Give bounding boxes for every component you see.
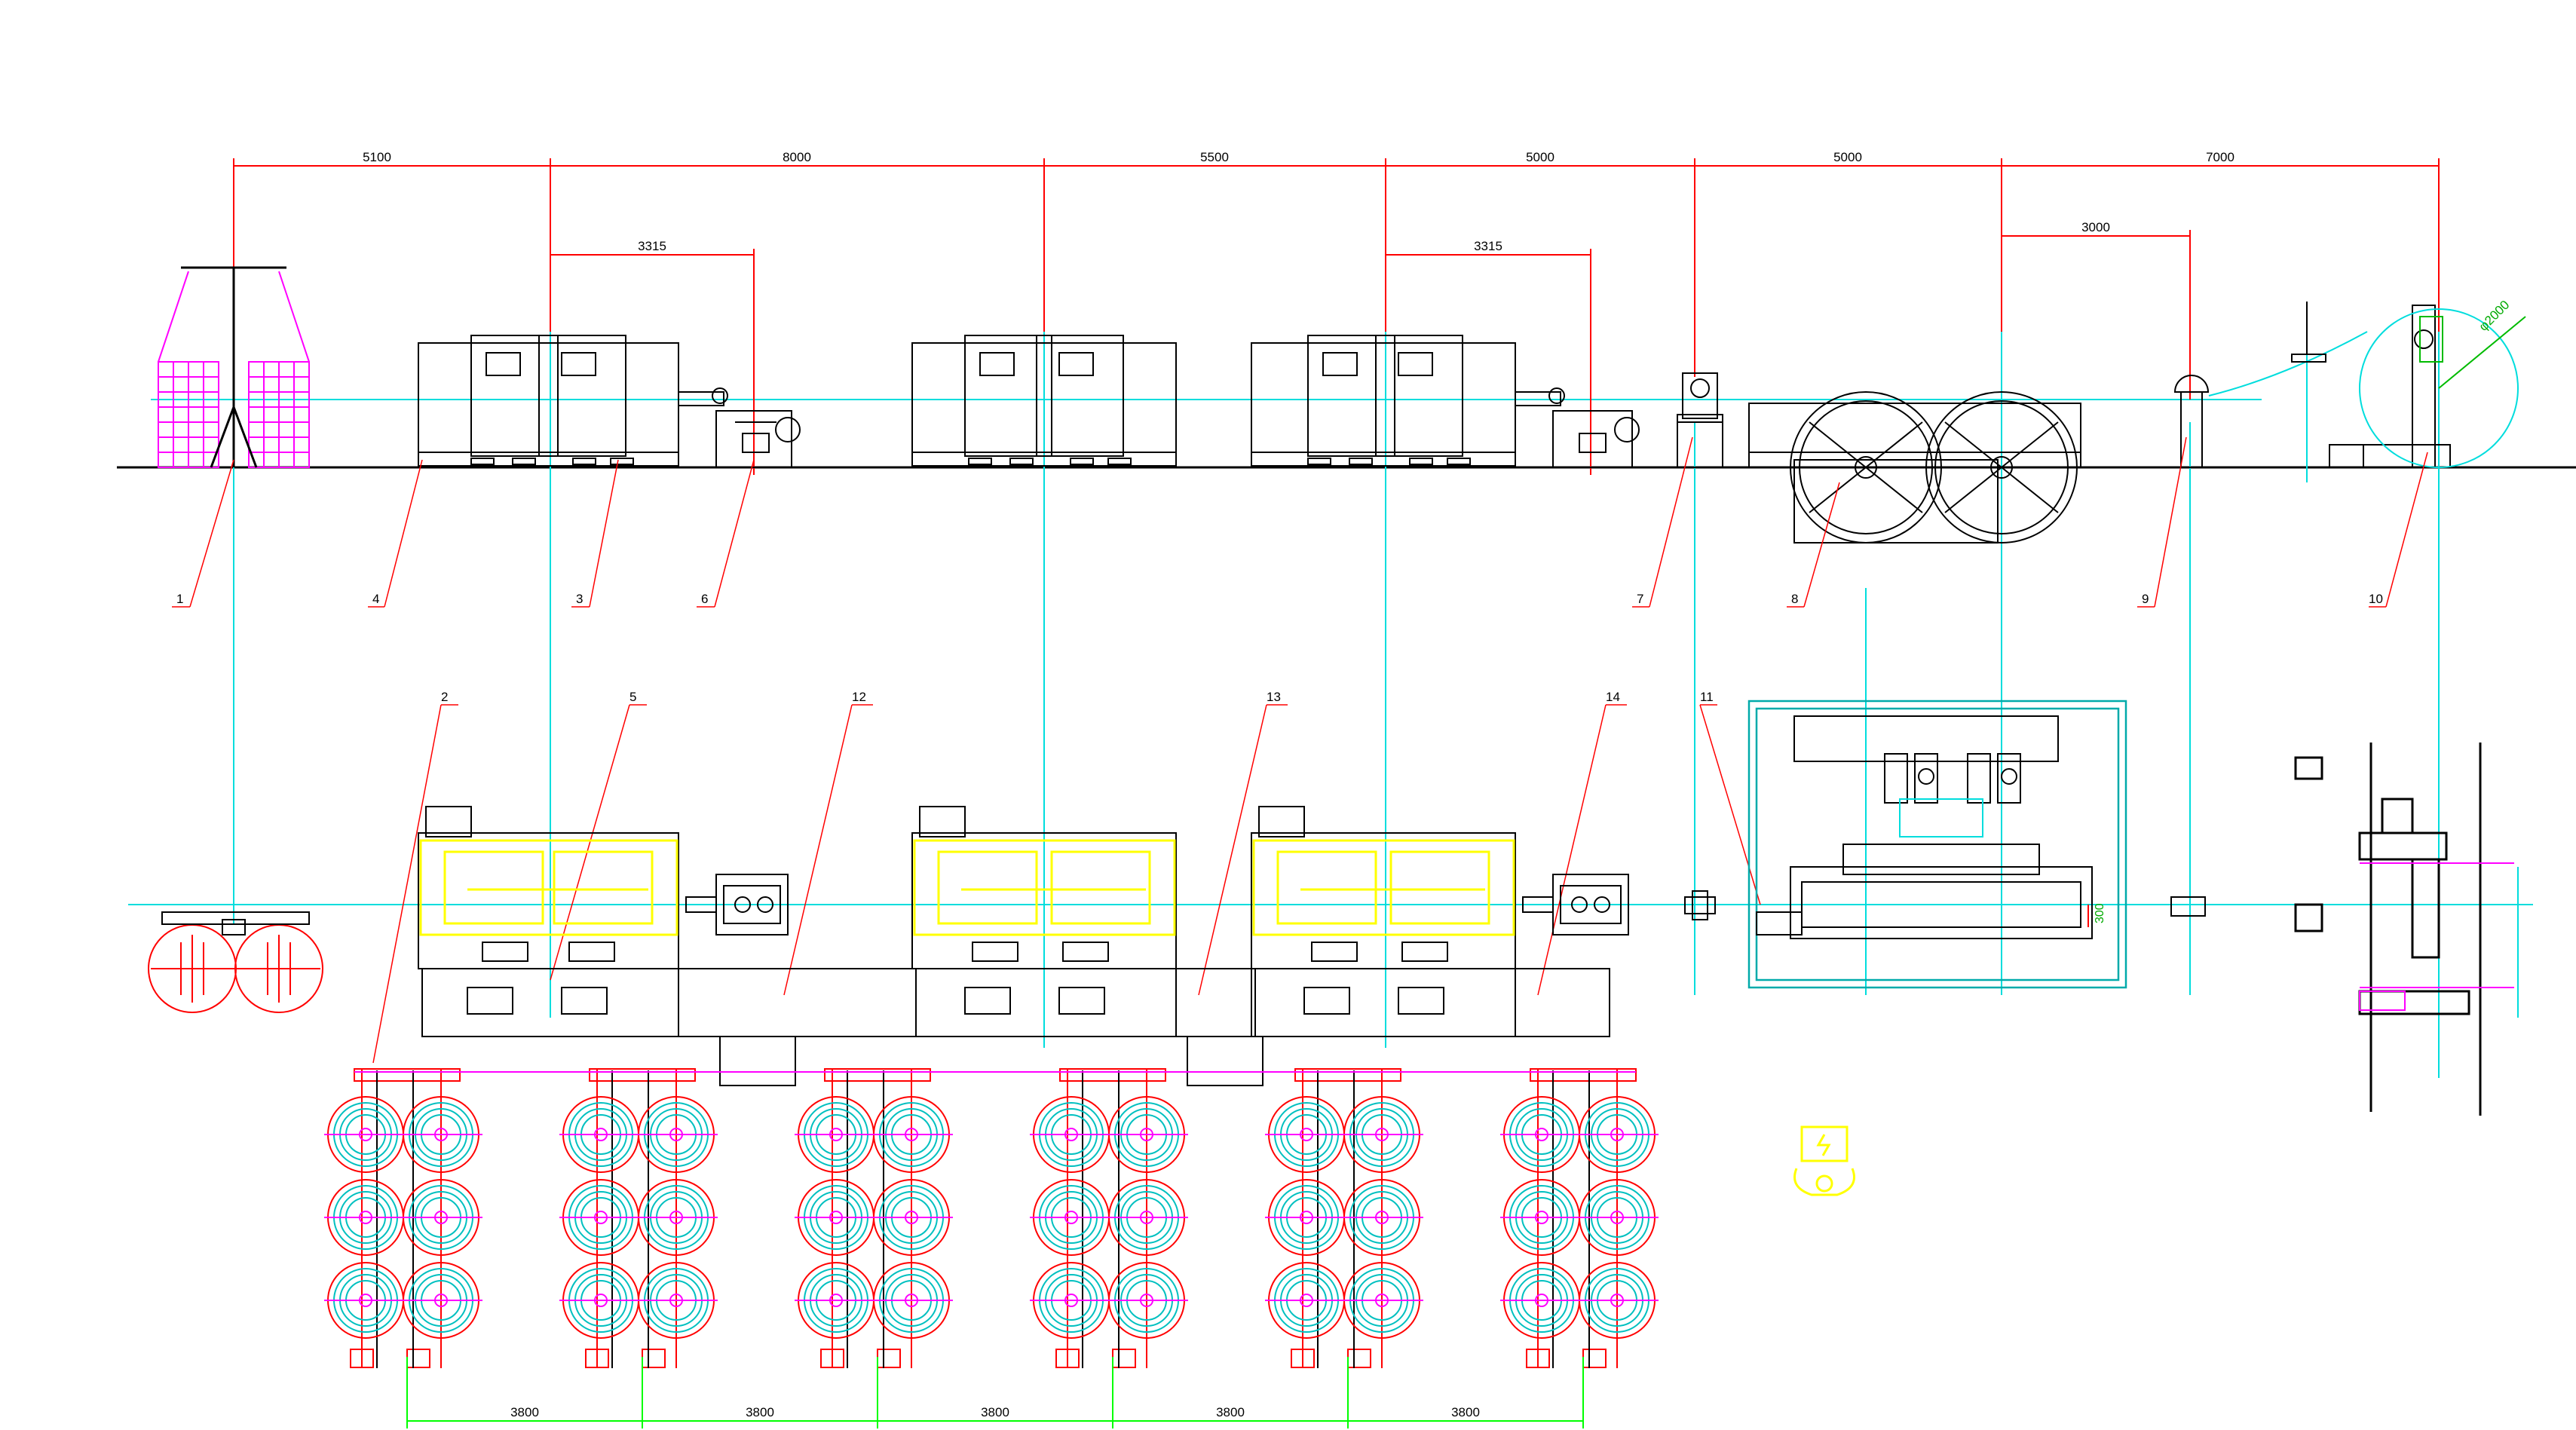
twin-capstan-plan-highlight — [1899, 798, 1983, 837]
take-up-green-10 — [2419, 316, 2526, 389]
callout-5: 5 — [629, 690, 636, 704]
callout-10: 10 — [2369, 592, 2383, 606]
drawing-machine-plan-1 — [418, 806, 679, 1037]
top-dimension-lines — [233, 158, 2440, 475]
twin-capstan-elevation-8 — [1748, 391, 2081, 544]
dim-5500: 5500 — [1200, 150, 1229, 164]
callout-8: 8 — [1791, 592, 1798, 606]
spool-bank-5 — [1265, 1068, 1423, 1368]
dim-3000: 3000 — [2081, 220, 2110, 234]
callout-6: 6 — [701, 592, 708, 606]
dim-3315-a: 3315 — [638, 239, 666, 253]
guide-plan-7 — [1684, 890, 1716, 920]
callout-3: 3 — [576, 592, 583, 606]
dim-5000-a: 5000 — [1526, 150, 1554, 164]
callout-labels-bottom: 2 5 12 13 14 11 — [441, 690, 1714, 704]
guide-pulley-elevation-9 — [2173, 375, 2210, 468]
bottom-dimension-lines — [406, 1357, 1584, 1428]
spool-bank-top-rail — [1294, 1068, 1401, 1082]
callout-4: 4 — [372, 592, 379, 606]
capstan-plan-1 — [685, 874, 789, 935]
payoff-stand-elevation — [158, 266, 310, 468]
callout-1: 1 — [176, 592, 183, 606]
dim-3800-3: 3800 — [981, 1405, 1009, 1419]
electric-cabinet-icon — [1793, 1125, 1855, 1196]
dim-3800-1: 3800 — [510, 1405, 539, 1419]
center-lines — [128, 286, 2533, 1078]
drawing-machine-elevation-1 — [418, 335, 679, 467]
dim-3315-b: 3315 — [1474, 239, 1502, 253]
twin-capstan-plan-frame — [1747, 700, 2127, 989]
callout-13: 13 — [1267, 690, 1281, 704]
spool-banks — [324, 1068, 1659, 1368]
spool-bank-6 — [1500, 1068, 1659, 1368]
twin-capstan-plan — [1756, 715, 2093, 939]
spool-bank-4 — [1030, 1068, 1188, 1368]
guide-stand-elevation-7 — [1677, 372, 1723, 468]
spool-bank-top-rail — [1530, 1068, 1637, 1082]
callout-14: 14 — [1606, 690, 1620, 704]
callout-leaders-top — [172, 436, 2428, 608]
payoff-plan-frame — [161, 911, 310, 935]
spool-bank-top-rail — [354, 1068, 461, 1082]
dim-300: 300 — [2094, 903, 2106, 923]
spool-bank-top-rail — [1059, 1068, 1166, 1082]
dim-3800-4: 3800 — [1216, 1405, 1245, 1419]
callout-12: 12 — [852, 690, 866, 704]
callout-11: 11 — [1700, 690, 1714, 704]
callout-2: 2 — [441, 690, 448, 704]
capstan-unit-elevation-2 — [1515, 387, 1640, 468]
callout-9: 9 — [2142, 592, 2149, 606]
top-dimension-labels: 5100 8000 5500 5000 5000 7000 3315 3315 … — [363, 150, 2234, 253]
spool-bank-1 — [324, 1068, 482, 1368]
spool-bank-top-rail — [589, 1068, 696, 1082]
spool-bank-top-rail — [824, 1068, 931, 1082]
callout-7: 7 — [1637, 592, 1643, 606]
callout-labels-top: 1 4 3 6 7 8 9 10 — [176, 592, 2383, 606]
drawing-machine-elevation-3 — [1251, 335, 1516, 467]
dim-8000: 8000 — [783, 150, 811, 164]
capstan-plan-2 — [1522, 874, 1629, 935]
spool-bank-2 — [559, 1068, 718, 1368]
dim-5100: 5100 — [363, 150, 391, 164]
drawing-machine-elevation-2 — [911, 335, 1177, 467]
drawing-machine-plan-3 — [1251, 806, 1516, 1037]
dim-3800-2: 3800 — [746, 1405, 774, 1419]
guide-plan-9 — [2170, 896, 2206, 917]
machine-base-plan — [678, 968, 1610, 1086]
capstan-unit-elevation-6 — [678, 387, 801, 468]
dim-5000-b: 5000 — [1833, 150, 1862, 164]
wire-path — [2208, 331, 2368, 397]
take-up-plan-magenta — [2359, 862, 2514, 1011]
dim-3800-5: 3800 — [1451, 1405, 1480, 1419]
take-up-outline-10 — [2359, 308, 2519, 468]
spool-bank-3 — [795, 1068, 953, 1368]
dim-7000: 7000 — [2206, 150, 2234, 164]
bottom-dimension-labels: 3800 3800 3800 3800 3800 — [510, 1405, 1480, 1419]
